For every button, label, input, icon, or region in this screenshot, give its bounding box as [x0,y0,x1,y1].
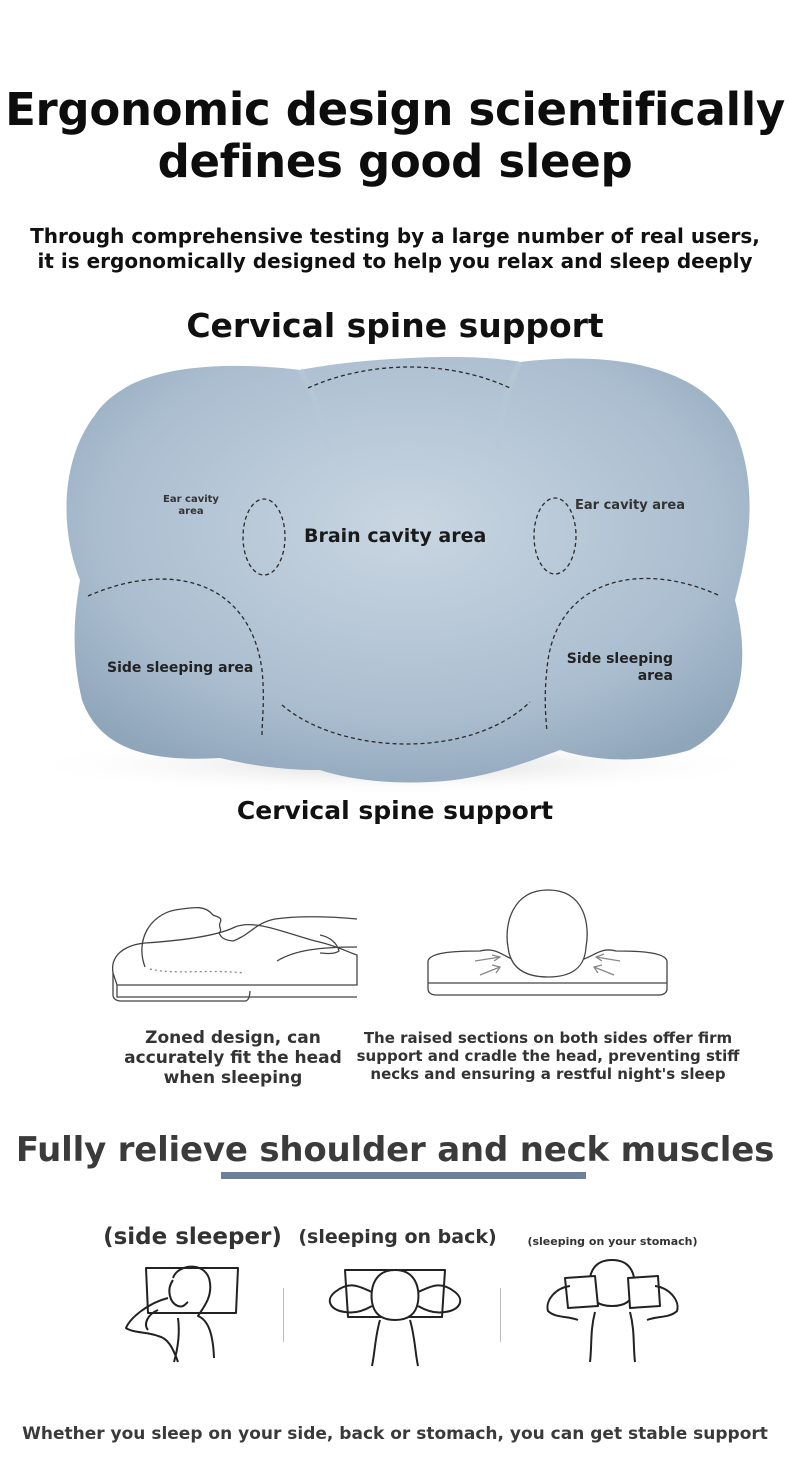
headline-line-1: Ergonomic design scientifically [5,83,785,136]
side-sleeping-right-label: Side sleeping area [560,651,673,685]
zoned-caption-line-1: Zoned design, can [145,1028,321,1048]
raised-caption-line-3: necks and ensuring a restful night's sle… [370,1065,726,1083]
subline-line-1: Through comprehensive testing by a large… [30,224,760,248]
cradle-head-icon [427,889,668,996]
page-headline: Ergonomic design scientifically defines … [0,84,790,188]
pillow-illustration: Ear cavity area Ear cavity area Brain ca… [0,340,790,810]
raised-sections-caption: The raised sections on both sides offer … [356,1029,740,1083]
side-sleeping-right-line-1: Side sleeping [566,651,673,667]
back-sleeper-icon [328,1269,462,1367]
ear-cavity-left-label: Ear cavity area [150,494,232,518]
ear-cavity-left-line-1: Ear cavity [163,494,219,505]
pillow-caption: Cervical spine support [236,796,554,825]
side-sleeper-icon [125,1265,239,1363]
cradle-head-diagram [420,885,675,1000]
side-sleeper-label: (side sleeper) [103,1224,282,1250]
footer-text: Whether you sleep on your side, back or … [22,1424,768,1444]
page-subline: Through comprehensive testing by a large… [0,224,790,274]
raised-caption-line-1: The raised sections on both sides offer … [363,1029,733,1047]
back-sleeper-label: (sleeping on back) [298,1226,497,1248]
zoned-caption-line-2: accurately fit the head [124,1048,342,1068]
profile-head-diagram [105,895,365,1010]
ear-cavity-right-label: Ear cavity area [575,498,685,513]
stomach-sleeper-label: (sleeping on your stomach) [527,1235,698,1248]
raised-caption-line-2: support and cradle the head, preventing … [356,1047,740,1065]
section-title: Cervical spine support [186,306,604,345]
brain-cavity-label: Brain cavity area [304,525,487,547]
zoned-caption-line-3: when sleeping [163,1068,303,1088]
side-sleeping-left-label: Side sleeping area [107,660,254,676]
pillow-image [15,356,775,795]
zoned-design-caption: Zoned design, can accurately fit the hea… [118,1028,348,1088]
relieve-underline-bar [221,1172,586,1179]
position-divider-2 [500,1288,501,1342]
position-divider-1 [283,1288,284,1342]
headline-line-2: defines good sleep [157,135,633,188]
subline-line-2: it is ergonomically designed to help you… [37,249,753,273]
ear-cavity-left-line-2: area [178,506,204,517]
relieve-title: Fully relieve shoulder and neck muscles [15,1130,775,1170]
profile-head-icon [112,906,358,1002]
side-sleeping-right-line-2: area [637,668,673,684]
stomach-sleeper-icon [546,1259,679,1363]
